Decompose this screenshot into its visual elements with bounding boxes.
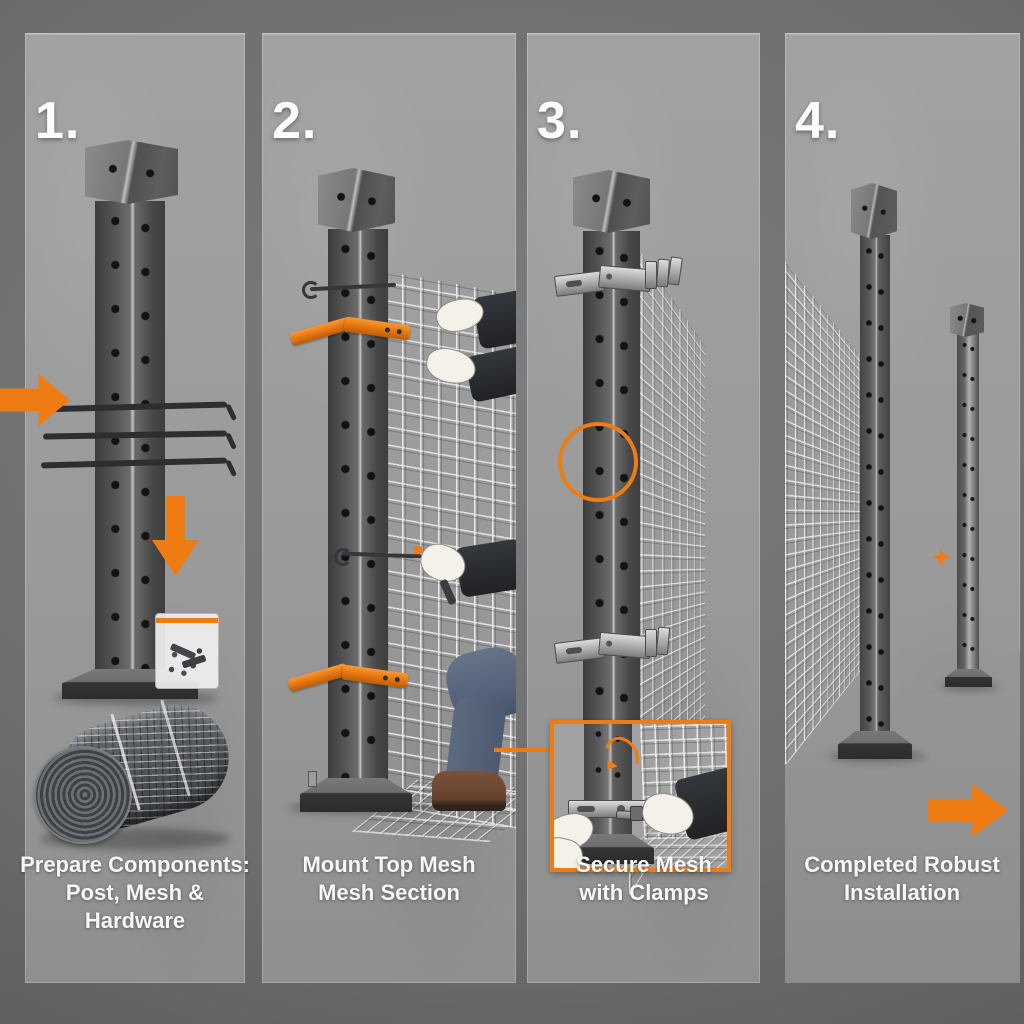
step-1-panel: 1. — [25, 33, 245, 983]
metal-clamp — [598, 264, 652, 293]
step-number: 1. — [35, 92, 81, 150]
zoom-inset-frame — [550, 720, 731, 872]
clamp-slot — [565, 646, 583, 655]
post-cap-illustration — [85, 140, 178, 204]
step-number: 2. — [272, 92, 318, 150]
clamp-bolt — [382, 675, 389, 681]
step-2-panel: 2. — [262, 33, 516, 983]
clamp-bolt — [384, 327, 391, 333]
post-base-plate — [945, 669, 992, 687]
mesh-clip — [655, 626, 671, 656]
step-4-panel: 4. — [785, 33, 1020, 983]
post-base-plate — [300, 778, 412, 812]
circle-highlight-icon — [558, 422, 638, 502]
inset-post — [584, 724, 632, 840]
fence-post-near — [860, 235, 890, 735]
clamp-bolt — [605, 273, 613, 280]
clamp-bolt — [396, 328, 403, 335]
post-shadow — [941, 683, 999, 691]
worker-boot — [432, 771, 506, 811]
step-caption: Mount Top Mesh Mesh Section — [302, 852, 476, 905]
clamp-slot — [577, 806, 595, 812]
step-caption: Completed Robust Installation — [804, 852, 1000, 905]
clamp-bolt — [394, 676, 401, 683]
step-caption: Secure Mesh with Clamps — [576, 852, 712, 905]
post-cap-illustration — [573, 170, 650, 233]
clamp-slot — [565, 279, 583, 288]
tension-wire-curl — [334, 548, 352, 566]
mesh-clip — [667, 256, 683, 286]
post-base-plate — [838, 731, 912, 759]
clamp-bolt — [617, 805, 625, 813]
step-caption: Prepare Components: Post, Mesh & Hardwar… — [20, 852, 250, 933]
tool-tip — [414, 546, 422, 554]
anchor-bolt — [308, 771, 317, 787]
hook-wire-curl — [302, 281, 320, 299]
fence-post-illustration — [328, 229, 388, 780]
mesh-roll-illustration — [26, 692, 242, 875]
post-cap-illustration — [318, 168, 395, 232]
bag-zip-strip — [156, 618, 218, 623]
clamp-bolt — [605, 640, 613, 647]
step-number: 3. — [537, 92, 583, 150]
post-cap-far — [950, 303, 984, 337]
fence-post-far — [957, 333, 979, 673]
step-number: 4. — [795, 92, 841, 150]
inset-connector-line — [494, 748, 552, 752]
post-cap-near — [851, 183, 897, 239]
metal-clamp — [598, 631, 652, 660]
hardware-bag-illustration — [155, 613, 219, 689]
